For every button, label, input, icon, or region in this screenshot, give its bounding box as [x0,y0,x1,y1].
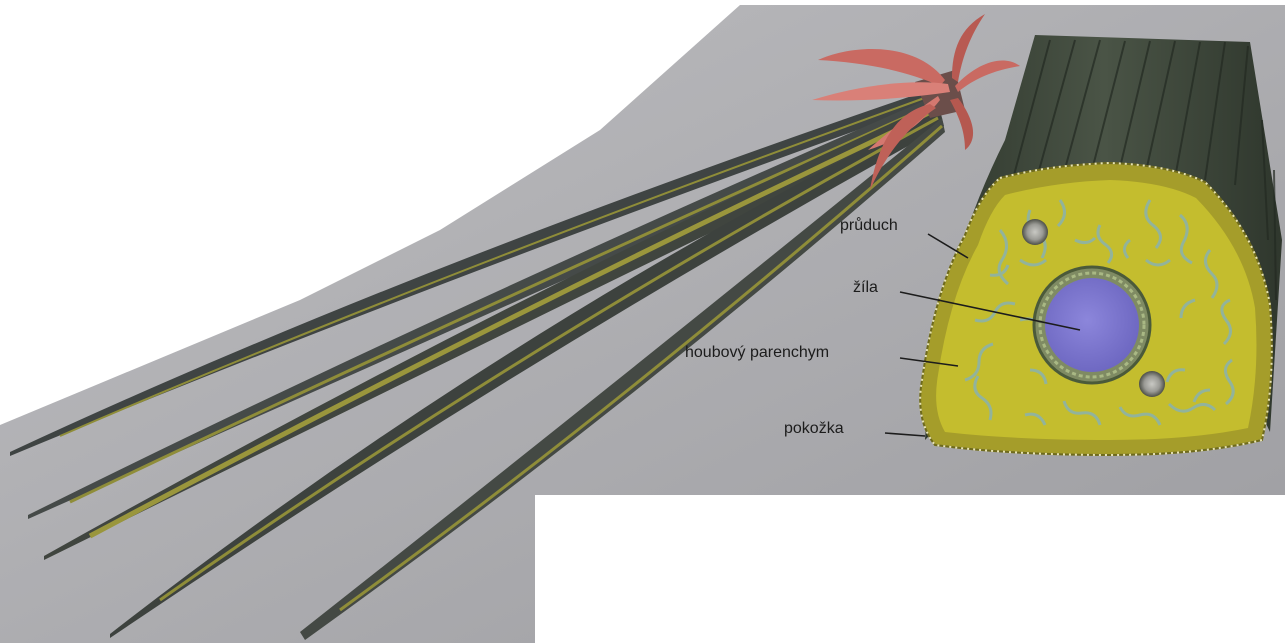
stoma [1139,371,1165,397]
label-zila: žíla [853,279,878,296]
label-pruduch: průduch [840,216,898,234]
label-houbovy-parenchym: houbový parenchym [685,344,829,361]
stoma [1022,219,1048,245]
label-pokozka: pokožka [784,420,844,437]
